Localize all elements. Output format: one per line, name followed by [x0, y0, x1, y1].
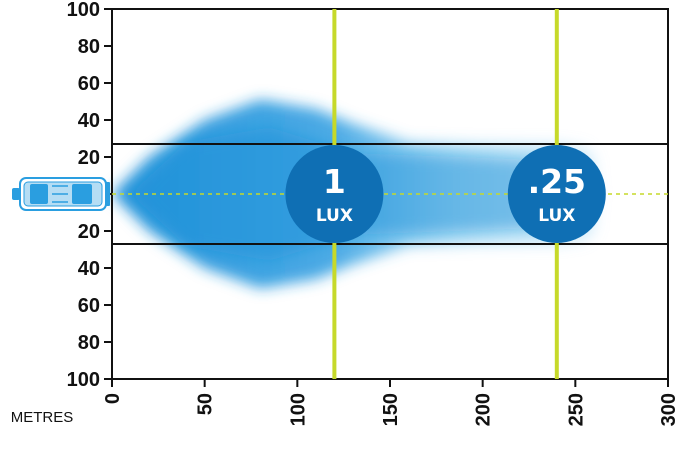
- y-tick-label: 40: [78, 110, 100, 132]
- y-tick-label: 80: [78, 332, 100, 354]
- y-tick-label: 80: [78, 36, 100, 58]
- band-limits: [112, 143, 668, 245]
- lux-marker-circle: [507, 145, 606, 243]
- lux-marker-unit: LUX: [316, 206, 353, 226]
- x-unit-label: METRES: [11, 409, 74, 426]
- vehicle-icon: [12, 177, 110, 211]
- y-tick-label: 60: [78, 73, 100, 95]
- x-tick-label: 200: [473, 393, 495, 426]
- lux-marker-value: 1: [323, 162, 346, 201]
- x-tick-label: 0: [102, 393, 124, 404]
- y-tick-label: 20: [78, 147, 100, 169]
- x-tick-label: 300: [658, 393, 675, 426]
- y-tick-label: 100: [67, 0, 100, 21]
- x-tick-label: 250: [565, 393, 587, 426]
- axes: 1008060402002040608010005010015020025030…: [67, 0, 675, 426]
- y-tick-label: 60: [78, 295, 100, 317]
- y-tick-label: 20: [78, 221, 100, 243]
- y-tick-label: 40: [78, 258, 100, 280]
- x-tick-label: 100: [287, 393, 309, 426]
- lux-marker-value: .25: [528, 162, 586, 201]
- x-tick-label: 50: [195, 393, 217, 415]
- x-tick-label: 150: [380, 393, 402, 426]
- lux-marker-circle: [285, 145, 384, 243]
- y-tick-label: 100: [67, 369, 100, 391]
- lux-marker-unit: LUX: [538, 206, 575, 226]
